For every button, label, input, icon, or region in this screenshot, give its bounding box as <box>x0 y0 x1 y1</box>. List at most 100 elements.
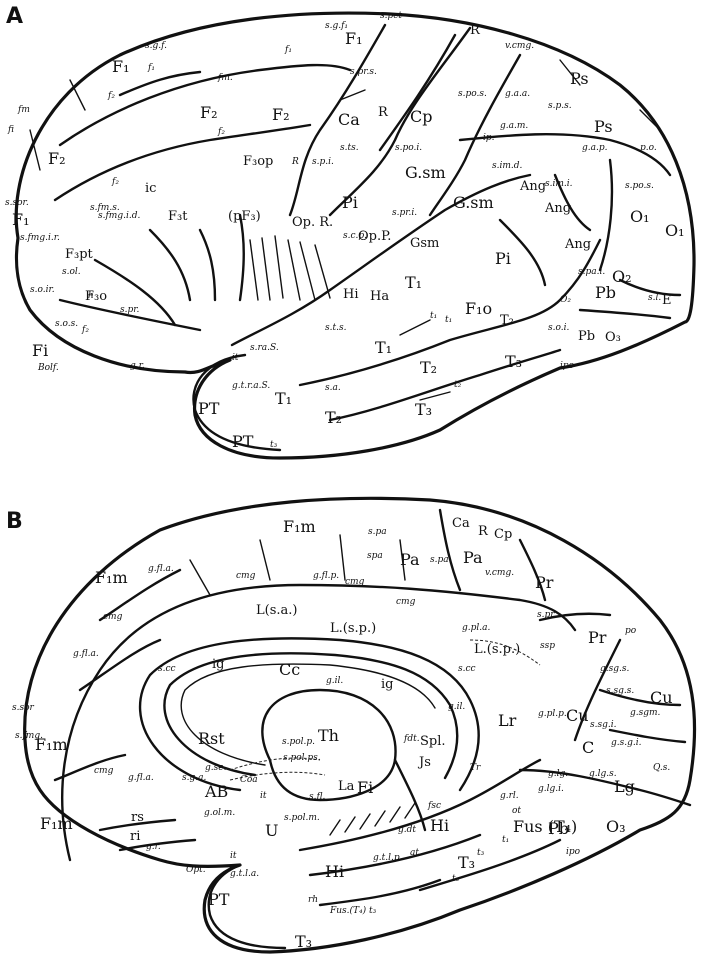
panel-b-label: at <box>410 848 419 858</box>
panel-b-label: O₃ <box>606 817 626 836</box>
panel-a-label: g.a.p. <box>582 143 608 153</box>
panel-a-label: Ang <box>519 179 546 194</box>
panel-a-label: f₂ <box>217 127 225 137</box>
panel-a-label: s.g.f₁ <box>325 21 348 31</box>
panel-a-label: T₁ <box>405 273 422 292</box>
panel-b-label: g.sg.s. <box>600 664 629 674</box>
panel-b-label: g.rl. <box>500 791 519 801</box>
panel-b-label: Cu <box>650 688 673 707</box>
panel-a-label: s.pr.i. <box>392 208 417 218</box>
panel-a-label: O₃ <box>605 330 621 345</box>
panel-a-label: v.cmg. <box>505 41 534 51</box>
panel-b-label: cmg <box>345 577 365 587</box>
panel-a-label: p.o. <box>640 143 657 153</box>
panel-a-label: Ha <box>370 289 389 304</box>
panel-a-label: s.po.s. <box>458 89 487 99</box>
panel-b-label: L.(s.p.) <box>474 642 520 657</box>
panel-b-label: rh <box>308 895 318 905</box>
panel-a-label: O₂ <box>560 295 571 305</box>
thalamus-outline <box>261 688 397 802</box>
panel-a-label: it <box>232 353 239 363</box>
panel-a-label: s.ts. <box>340 143 359 153</box>
panel-a-label: Op.P. <box>358 229 391 244</box>
panel-b-label: Hi <box>430 816 449 835</box>
panel-a-label: s.o.i. <box>548 323 569 333</box>
panel-b-label: g.fl.a. <box>73 649 99 659</box>
panel-b-label: s.pol.p. <box>282 737 315 747</box>
panel-a-label: Ang <box>564 237 591 252</box>
panel-a-label: s.p.i. <box>312 157 334 167</box>
panel-b-label: g.lg.s. <box>589 769 617 779</box>
panel-b-label: t₃ <box>452 874 460 884</box>
panel-a-label: E <box>662 293 672 308</box>
panel-a-label: t₁ <box>445 315 452 325</box>
panel-b-label: Fus.(T₄) t₃ <box>329 905 377 916</box>
panel-a-label: f₂ <box>111 177 119 187</box>
panel-a-label: Cp <box>410 107 432 126</box>
medial-hemisphere-drawing <box>23 496 697 954</box>
panel-b-label: ipo <box>566 847 581 857</box>
panel-b-label: cmg <box>94 766 114 776</box>
panel-a-label: O₁ <box>665 221 685 240</box>
panel-a-label: t₃ <box>270 440 278 450</box>
panel-a-label: ic <box>145 181 156 196</box>
panel-a-label: (pF₃) <box>228 209 261 224</box>
panel-a-label: F₃t <box>168 209 188 224</box>
panel-b-label: Fus (T₄) <box>513 817 577 836</box>
panel-a-label: s.c.p. <box>343 231 367 241</box>
panel-b-label: g.lg.i. <box>538 784 564 794</box>
panel-a-label: O₁ <box>630 207 650 226</box>
panel-b-label: s.g.a. <box>182 773 206 783</box>
panel-a-label: s.pr.s. <box>350 67 377 77</box>
panel-a-label: Pi <box>495 249 511 268</box>
panel-b-label: t₁ <box>502 835 509 845</box>
panel-a-letter: A <box>6 4 24 29</box>
panel-b-label: ig <box>212 657 224 672</box>
panel-b-label: s.pol.m. <box>284 813 320 823</box>
panel-b-label: g.r. <box>146 842 161 852</box>
panel-b-label: s.sg.i. <box>590 720 617 730</box>
panel-a-label: s.o.ir. <box>30 285 55 295</box>
panel-b-label: Pa <box>400 550 420 569</box>
panel-b-label: it <box>230 851 237 861</box>
panel-a-label: t₂ <box>454 380 462 390</box>
panel-a-label: Pb <box>595 283 616 302</box>
panel-b-label: s.fmg. <box>15 731 43 741</box>
panel-a-label: s.sor. <box>5 198 29 208</box>
panel-b-label: ssp <box>540 641 555 651</box>
panel-a-label: s.po.s. <box>625 181 654 191</box>
panel-b-label: Tr <box>470 763 481 773</box>
panel-a-label: Op. R. <box>292 215 333 230</box>
panel-a-label: s.o.s. <box>55 319 78 329</box>
panel-b-label: g.se. <box>205 763 227 773</box>
panel-b-label: Cp <box>494 527 512 542</box>
panel-b-label: t₃ <box>477 848 485 858</box>
panel-b-label: Pb <box>548 819 569 838</box>
panel-b-label: it <box>260 791 267 801</box>
panel-b-label: Ca <box>452 516 470 531</box>
panel-a-label: Ps <box>570 69 589 88</box>
panel-a-label: ip. <box>483 133 495 143</box>
sylvian-fissure <box>230 173 532 347</box>
panel-a-label: s.fm.s. <box>90 203 120 213</box>
panel-b-label: Opt. <box>186 865 206 875</box>
panel-a-label: T₁ <box>375 338 392 357</box>
lateral-hemisphere-drawing <box>14 11 696 460</box>
panel-a-label: F₁ <box>112 57 130 76</box>
panel-b-label: Spl. <box>420 734 446 749</box>
panel-a-label: g.r. <box>130 361 145 371</box>
panel-b-label: cmg <box>103 612 123 622</box>
panel-a-label: fi <box>7 125 14 135</box>
panel-a-label: Ca <box>338 110 360 129</box>
panel-b-label: s.sg.s. <box>606 686 634 696</box>
panel-b-label: F₁m <box>95 568 128 587</box>
panel-b-label: Th <box>318 726 339 745</box>
panel-b-label: C <box>582 738 594 757</box>
panel-a-label: G.sm <box>405 163 446 182</box>
medial-outline <box>23 496 697 954</box>
panel-a-label: s.fmg.i.d. <box>98 211 140 221</box>
panel-a-label: F₂ <box>48 149 66 168</box>
panel-a-label: s.ra.S. <box>250 343 279 353</box>
panel-b-label: cmg <box>236 571 256 581</box>
